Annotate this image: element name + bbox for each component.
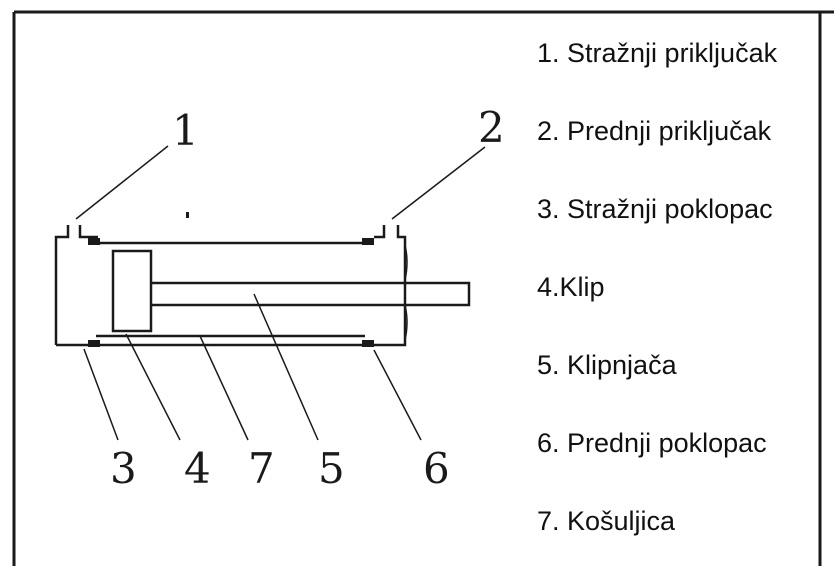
leader-line-4 (125, 333, 181, 441)
legend-item-barrel: 7. Košuljica (537, 506, 676, 536)
callout-7: 7 (248, 444, 275, 493)
barrel (56, 241, 365, 347)
callout-1: 1 (172, 106, 199, 155)
legend-item-piston-rod: 5. Klipnjača (537, 350, 677, 380)
callout-3: 3 (110, 444, 137, 493)
leader-line-2 (391, 146, 486, 220)
leader-line-7 (199, 335, 249, 441)
callout-4: 4 (184, 444, 211, 493)
legend-item-piston: 4.Klip (537, 272, 605, 302)
stray-mark (186, 212, 189, 218)
legend-item-rear-cover: 3. Stražnji poklopac (537, 194, 773, 224)
leader-line-3 (83, 348, 119, 441)
leader-line-6 (373, 349, 422, 441)
piston-rod (151, 281, 471, 307)
seal-rear-bottom (88, 340, 100, 347)
leader-line-1 (75, 145, 169, 220)
front-cover (367, 225, 407, 347)
callout-2: 2 (478, 103, 505, 152)
legend-item-rear-port: 1. Stražnji priključak (537, 38, 778, 68)
rear-cover (54, 225, 98, 345)
piston (111, 249, 153, 333)
frame-border (12, 10, 834, 566)
legend-item-front-port: 2. Prednji priključak (537, 116, 772, 146)
legend-item-front-cover: 6. Prednji poklopac (537, 428, 767, 458)
front-cover-edge (404, 244, 408, 341)
leader-line-5 (253, 293, 319, 441)
callout-5: 5 (318, 444, 345, 493)
seal-front-top (362, 238, 374, 245)
seal-front-bottom (362, 340, 374, 347)
seal-rear-top (88, 238, 100, 245)
callout-6: 6 (423, 444, 450, 493)
legend-list: 1. Stražnji priključak 2. Prednji priklj… (537, 28, 777, 574)
